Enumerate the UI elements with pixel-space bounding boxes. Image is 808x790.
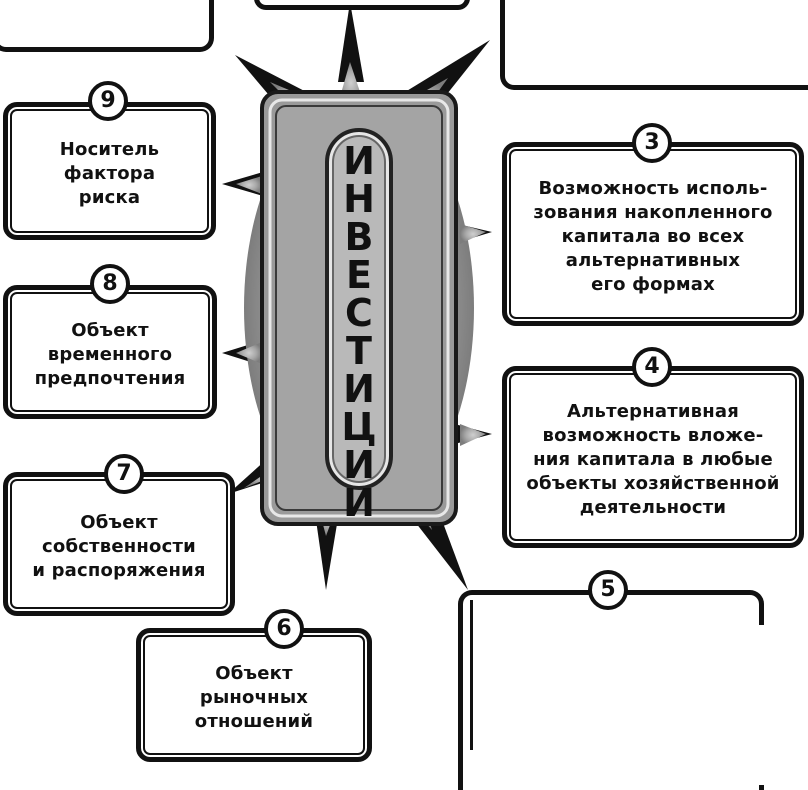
- box-6-text: Объект рыночных отношений: [194, 663, 314, 732]
- box-9-number-badge: 9: [88, 81, 128, 121]
- box-7-number-badge: 7: [104, 454, 144, 494]
- ray-bottom: [314, 506, 340, 590]
- center-title-letter: Т: [346, 329, 372, 373]
- box-9-risk-factor-carrier: Носитель фактора риска: [3, 102, 216, 240]
- box-fragment-top-center: [254, 0, 470, 10]
- box-4-capital-investment-alternative: Альтернативная возможность вложе- ния ка…: [502, 366, 804, 548]
- ray-top: [338, 2, 364, 82]
- box-4-number-badge: 4: [632, 347, 672, 387]
- box-3-text: Возможность исполь- зования накопленного…: [533, 178, 773, 295]
- box-8-text: Объект временного предпочтения: [34, 320, 186, 389]
- center-title-letter: Н: [343, 177, 375, 221]
- box-5-number-badge: 5: [588, 570, 628, 610]
- box-5-right-mask: [745, 625, 767, 785]
- box-9-text: Носитель фактора риска: [59, 139, 160, 208]
- box-7-ownership-object: Объект собственности и распоряжения: [3, 472, 235, 616]
- center-title-letter: Е: [346, 253, 372, 297]
- center-title-letter: И: [343, 139, 375, 183]
- box-fragment-top-left: [0, 0, 214, 52]
- box-8-number-badge: 8: [90, 264, 130, 304]
- box-8-time-preference-object: Объект временного предпочтения: [3, 285, 217, 419]
- box-7-text: Объект собственности и распоряжения: [32, 512, 206, 581]
- center-title-letter: И: [343, 443, 375, 487]
- box-6-number-badge: 6: [264, 609, 304, 649]
- center-title-letter: Ц: [341, 405, 377, 449]
- box-fragment-top-right: [500, 0, 808, 90]
- center-title-letter: И: [343, 367, 375, 411]
- box-3-capital-use-possibility: Возможность исполь- зования накопленного…: [502, 142, 804, 326]
- center-title-letter: В: [344, 215, 374, 259]
- box-3-number-badge: 3: [632, 123, 672, 163]
- box-6-market-relations-object: Объект рыночных отношений: [136, 628, 372, 762]
- box-5-inner-line: [470, 600, 738, 750]
- center-title-letter: С: [345, 291, 373, 335]
- box-4-text: Альтернативная возможность вложе- ния ка…: [526, 401, 780, 518]
- center-title-letter: И: [343, 481, 375, 525]
